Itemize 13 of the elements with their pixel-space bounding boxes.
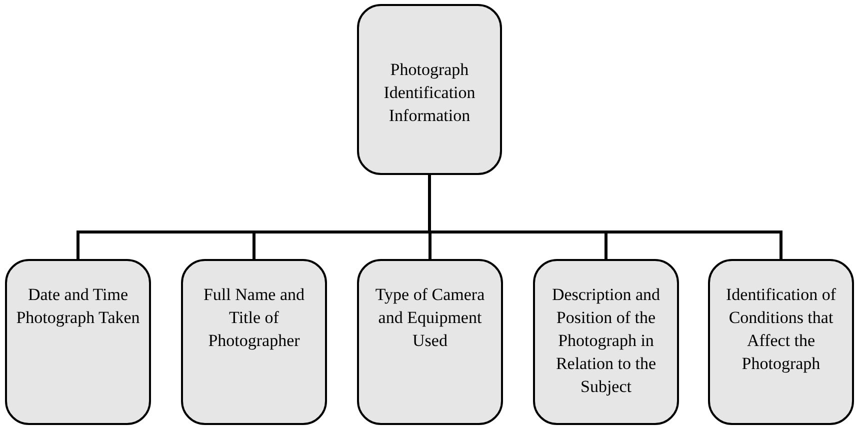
rounded-box <box>357 4 502 175</box>
box-label: Description and Position of the Photograph in Relation to the Subject <box>550 284 662 398</box>
box-label: Date and Time Photograph Taken <box>15 284 141 329</box>
rounded-box <box>357 259 503 425</box>
box-label: Type of Camera and Equipment Used <box>374 284 486 352</box>
rounded-box <box>533 259 679 425</box>
rounded-box <box>5 259 151 425</box>
box-label: Identification of Conditions that Affect the Photograph <box>725 284 837 375</box>
rounded-box <box>181 259 327 425</box>
box-label: Full Name and Title of Photographer <box>202 284 306 352</box>
rounded-box <box>708 259 854 425</box>
box-label: Photograph Identification Information <box>382 59 476 127</box>
connector-line <box>428 175 782 259</box>
